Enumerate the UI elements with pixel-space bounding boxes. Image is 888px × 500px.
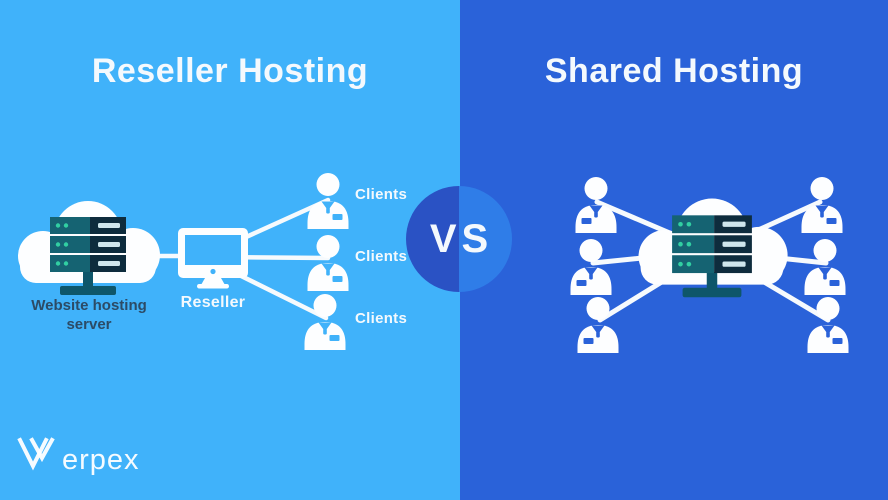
user-icon <box>572 175 620 233</box>
verpex-logo: erpex <box>16 434 140 477</box>
vs-badge: VS <box>406 186 512 292</box>
left-panel-title: Reseller Hosting <box>91 52 369 90</box>
reseller-monitor-icon <box>177 227 249 289</box>
clients-label: Clients <box>355 248 408 265</box>
user-icon <box>804 295 852 353</box>
user-icon <box>567 237 615 295</box>
client-icon <box>304 171 352 229</box>
website-hosting-server-label: Website hosting server <box>31 297 147 333</box>
user-icon <box>798 175 846 233</box>
client-icon <box>301 292 349 350</box>
user-icon <box>574 295 622 353</box>
verpex-logo-text: erpex <box>62 444 140 476</box>
website-hosting-cloud-server-icon <box>8 193 168 308</box>
verpex-logo-mark-icon <box>16 434 58 477</box>
reseller-label: Reseller <box>180 294 246 311</box>
clients-label: Clients <box>355 310 408 327</box>
shared-cloud-server-icon <box>628 190 796 311</box>
clients-label: Clients <box>355 186 408 203</box>
user-icon <box>801 237 849 295</box>
client-icon <box>304 233 352 291</box>
right-panel-title: Shared Hosting <box>544 52 804 90</box>
vs-label: VS <box>429 216 494 261</box>
